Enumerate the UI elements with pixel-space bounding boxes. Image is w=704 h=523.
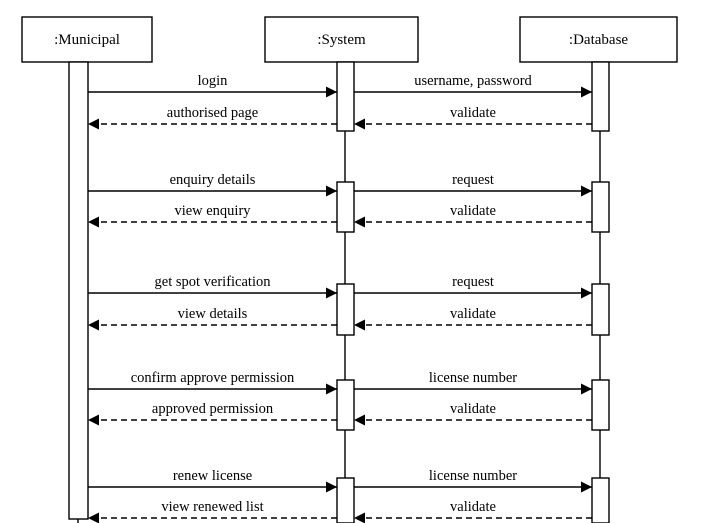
message-group-1-system-to-municipal[interactable] [88,118,337,130]
lifeline-header-box-database[interactable] [519,16,678,63]
message-group-3-municipal-to-system-arrowhead [326,287,337,299]
message-group-2-system-to-database-arrowhead [581,185,592,197]
message-group-2-system-to-municipal[interactable] [88,216,337,228]
message-group-3-system-to-database-arrowhead [581,287,592,299]
message-group-4-system-to-municipal[interactable] [88,414,337,426]
lifeline-header-box-system[interactable] [264,16,419,63]
message-group-2-system-to-municipal-arrowhead [88,216,99,228]
message-group-2-database-to-system-arrowhead [354,216,365,228]
message-group-4-municipal-to-system[interactable] [88,383,337,395]
message-group-3-municipal-to-system-label: get spot verification [155,274,272,290]
message-group-5-system-to-municipal[interactable] [88,512,337,523]
message-group-1-municipal-to-system-arrowhead [326,86,337,98]
message-group-1-system-to-database-label: username, password [414,73,532,89]
lifeline-database: :Database [519,16,678,523]
activation-bar-database-group-4 [591,379,610,431]
message-group-2-municipal-to-system-label: enquiry details [170,172,256,188]
message-group-2-database-to-system-label: validate [450,203,496,219]
message-group-3-municipal-to-system[interactable] [88,287,337,299]
message-group-2-system-to-database-label: request [452,172,494,188]
message-group-1-database-to-system-label: validate [450,105,496,121]
message-group-5-municipal-to-system-arrowhead [326,481,337,493]
activation-bar-municipal [68,61,89,520]
message-group-4-system-to-database[interactable] [354,383,592,395]
message-group-2-system-to-municipal-label: view enquiry [174,203,251,219]
message-group-1-system-to-municipal-label: authorised page [167,105,258,121]
message-group-5-database-to-system-label: validate [450,499,496,515]
lifeline-header-label-system: :System [317,32,366,48]
message-group-5-system-to-database-label: license number [429,468,517,484]
activation-bar-system-group-1 [336,61,355,132]
message-group-5-database-to-system-arrowhead [354,512,365,523]
message-group-3-system-to-municipal-arrowhead [88,319,99,331]
message-group-4-system-to-database-arrowhead [581,383,592,395]
message-group-4-database-to-system-arrowhead [354,414,365,426]
message-group-5-system-to-municipal-label: view renewed list [161,499,263,515]
message-group-1-system-to-municipal-arrowhead [88,118,99,130]
message-group-4-system-to-municipal-arrowhead [88,414,99,426]
message-group-5-system-to-database-arrowhead [581,481,592,493]
message-group-1-municipal-to-system[interactable] [88,86,337,98]
message-group-5-database-to-system[interactable] [354,512,592,523]
message-group-5-system-to-municipal-arrowhead [88,512,99,523]
message-group-4-system-to-database-label: license number [429,370,517,386]
message-group-1-database-to-system[interactable] [354,118,592,130]
lifeline-system: :System [264,16,419,523]
message-group-4-database-to-system[interactable] [354,414,592,426]
activation-bar-system-group-4 [336,379,355,431]
message-group-5-system-to-database[interactable] [354,481,592,493]
message-group-3-system-to-municipal-label: view details [178,306,248,322]
lifeline-header-label-municipal: :Municipal [54,32,120,48]
activation-bar-database-group-2 [591,181,610,233]
message-group-2-municipal-to-system[interactable] [88,185,337,197]
message-group-1-municipal-to-system-label: login [198,73,229,89]
message-group-2-database-to-system[interactable] [354,216,592,228]
message-group-3-system-to-database[interactable] [354,287,592,299]
message-group-1-system-to-database[interactable] [354,86,592,98]
lifelines-layer: :Municipal :System :Database [21,16,678,523]
message-group-4-municipal-to-system-arrowhead [326,383,337,395]
message-group-3-database-to-system-label: validate [450,306,496,322]
message-group-5-municipal-to-system-label: renew license [173,468,252,484]
messages-layer [88,61,610,523]
message-group-4-database-to-system-label: validate [450,401,496,417]
activation-bar-system-group-3 [336,283,355,336]
message-group-1-database-to-system-arrowhead [354,118,365,130]
activation-bar-system-group-2 [336,181,355,233]
message-group-4-municipal-to-system-label: confirm approve permission [131,370,295,386]
message-group-1-system-to-database-arrowhead [581,86,592,98]
message-group-3-system-to-municipal[interactable] [88,319,337,331]
message-group-4-system-to-municipal-label: approved permission [152,401,274,417]
activation-bar-database-group-5 [591,477,610,523]
activation-bar-database-group-3 [591,283,610,336]
message-group-3-system-to-database-label: request [452,274,494,290]
message-group-3-database-to-system[interactable] [354,319,592,331]
message-group-2-system-to-database[interactable] [354,185,592,197]
message-group-2-municipal-to-system-arrowhead [326,185,337,197]
message-group-5-municipal-to-system[interactable] [88,481,337,493]
message-group-3-database-to-system-arrowhead [354,319,365,331]
activation-bar-system-group-5 [336,477,355,523]
activation-bar-database-group-1 [591,61,610,132]
lifeline-header-label-database: :Database [569,32,628,48]
labels-layer: login username, password validate authorise… [131,73,533,515]
